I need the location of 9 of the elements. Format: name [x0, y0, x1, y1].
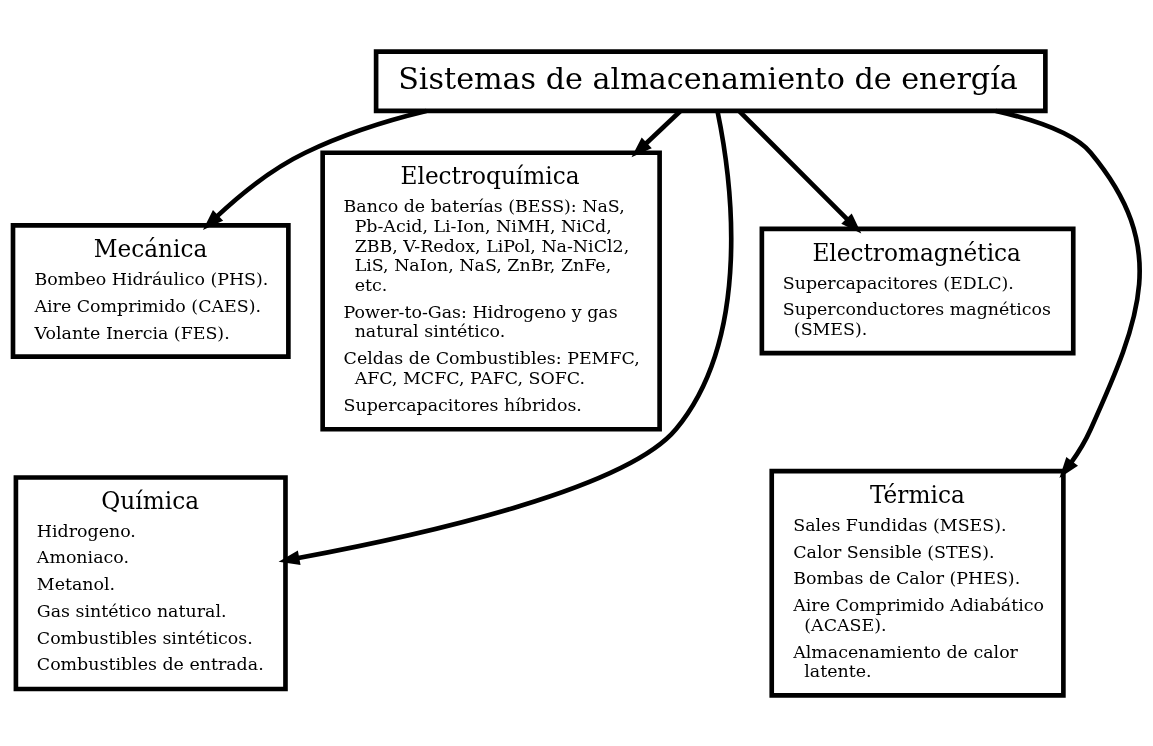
- arrow: [202, 108, 427, 230]
- node-box: Mecánica Bombeo Hidráulico (PHS). Aire Comprimido (CAES). Volante Inercia (FES).: [10, 222, 291, 359]
- node-box: Química Hidrogeno. Amoniaco. Metanol. Gas sintético natural. Combustibles sintéticos. Combustibles de entrada.: [13, 474, 288, 691]
- node-box: Sistemas de almacenamiento de energía: [373, 48, 1048, 113]
- node-box: Térmica Sales Fundidas (MSES). Calor Sensible (STES). Bombas de Calor (PHES). Aire Comprimido Adiabático (ACASE). Almacenamiento de calor latente.: [769, 468, 1066, 698]
- node-box: Electroquímica Banco de baterías (BESS): NaS, Pb-Acid, Li-Ion, NiMH, NiCd, ZBB, V-Redox, LiPol, Na-NiCl2, LiS, NaIon, NaS, ZnBr, ZnFe, etc. Power-to-Gas: Hidrogeno y gas natural sintético. Celdas de Combustibles: PEMFC, AFC, MCFC, PAFC, SOFC. Supercapacitores híbridos.: [320, 149, 662, 432]
- arrow: [278, 110, 734, 565]
- arrow: [995, 108, 1142, 478]
- node-box: Electromagnética Supercapacitores (EDLC). Superconductores magnéticos (SMES).: [759, 226, 1076, 355]
